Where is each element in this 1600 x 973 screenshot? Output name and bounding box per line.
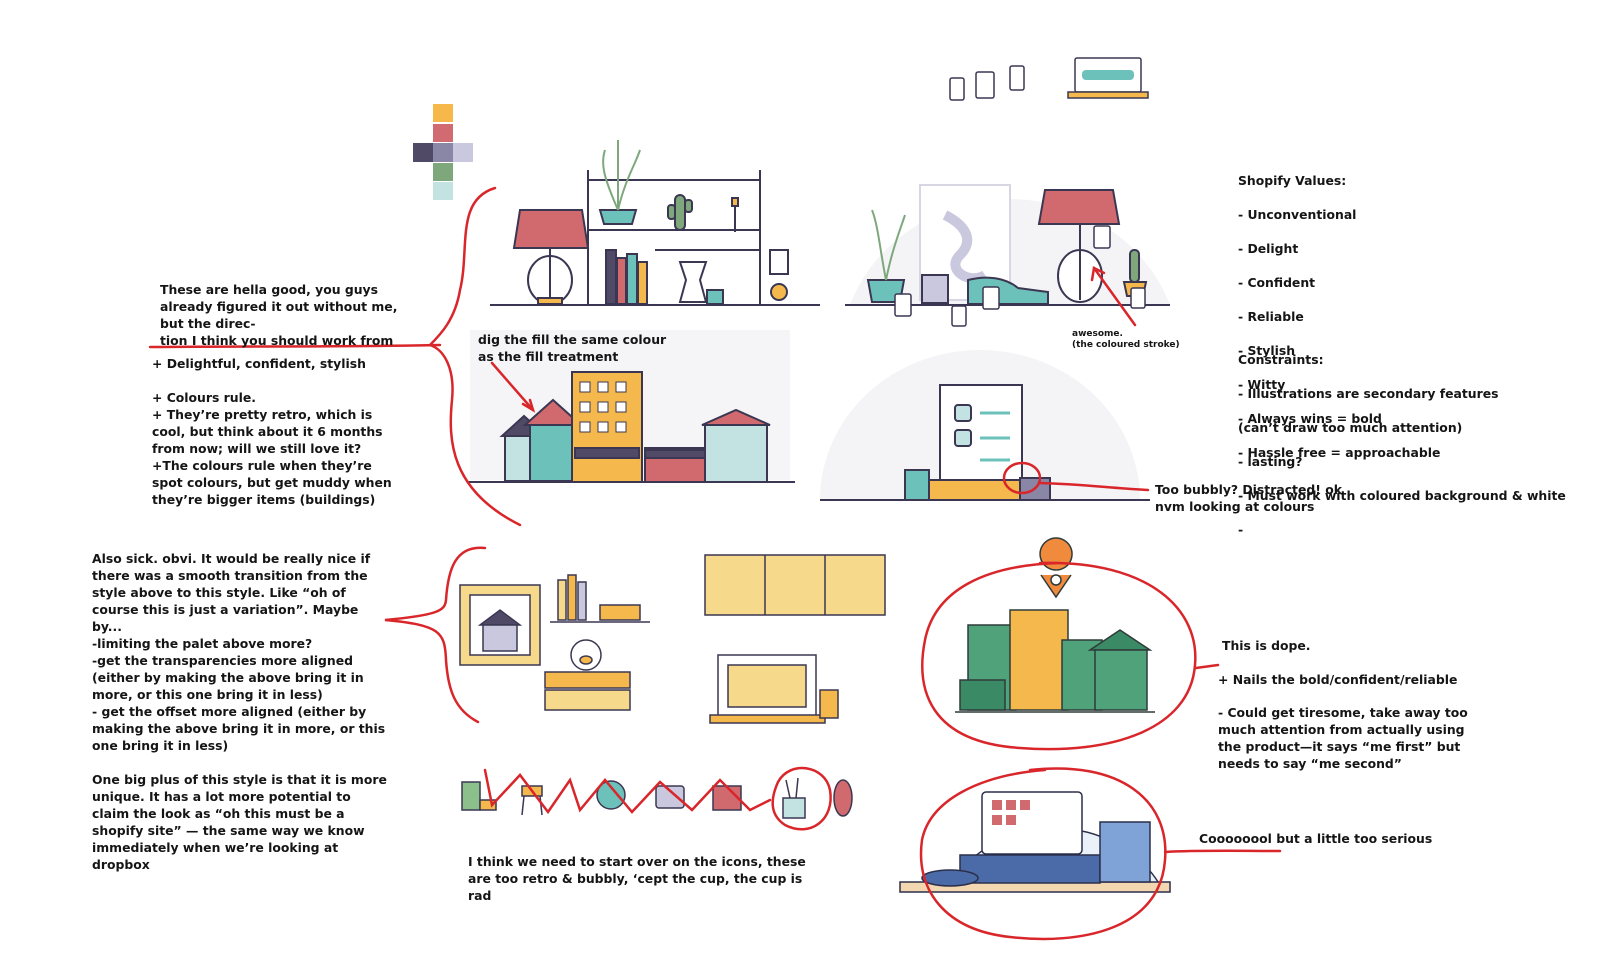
phone-icon [1009, 65, 1025, 91]
fill-colour-note: dig the fill the same colour as the fill… [478, 332, 667, 364]
constraint-item: - lasting? [1238, 454, 1303, 469]
still-life-illustration [845, 184, 1170, 327]
top-left-heading-note: These are hella good, you guys already f… [160, 282, 398, 348]
price-tag-icon [949, 77, 965, 101]
this-is-dope-note: This is dope. [1222, 638, 1311, 653]
red-annotations [148, 186, 1282, 941]
shelf-scene-illustration [490, 140, 820, 306]
too-bubbly-note: Too bubbly? Distracted! ok nvm looking a… [1155, 482, 1342, 514]
constraint-item: - [1238, 522, 1244, 537]
small-icon-row [461, 777, 853, 819]
value-item: - Witty [1238, 377, 1286, 392]
pen-cup-icon [782, 797, 806, 819]
constraints-list: Constraints: - Illustrations are seconda… [1238, 334, 1578, 555]
top-left-feedback-note: + Delightful, confident, stylish + Colou… [152, 356, 392, 507]
value-item: - Always wins = bold [1238, 411, 1382, 426]
coloured-stroke-note: awesome. (the coloured stroke) [1072, 329, 1180, 350]
desk-checklist-illustration [820, 350, 1150, 501]
value-item: - Delight [1238, 241, 1299, 256]
value-item: - Unconventional [1238, 207, 1357, 222]
horn-icon [833, 779, 853, 817]
value-item: - Confident [1238, 275, 1316, 290]
flat-room-illustration [459, 554, 886, 724]
price-tag-icon [894, 225, 1146, 327]
style-transition-note: Also sick. obvi. It would be really nice… [92, 551, 387, 872]
globe-icon [596, 780, 626, 810]
value-item: - Stylish [1238, 343, 1296, 358]
icons-start-over-note: I think we need to start over on the ico… [468, 854, 806, 903]
value-item: - Reliable [1238, 309, 1304, 324]
shopify-values-title: Shopify Values: [1238, 173, 1347, 188]
top-icon-row [949, 57, 1149, 101]
nails-bold-note: + Nails the bold/confident/reliable [1218, 672, 1458, 687]
cup-icon [461, 781, 481, 811]
map-pin-icon [1050, 574, 1062, 586]
constraint-item: - Illustrations are secondary features [1238, 386, 1499, 401]
price-tag-icon [975, 71, 995, 99]
constraint-item: - Must work with coloured background & w… [1238, 488, 1566, 503]
constraint-item: (can’t draw too much attention) [1238, 420, 1463, 435]
too-serious-note: Coooooool but a little too serious [1199, 831, 1433, 846]
shopify-values-list: Shopify Values: - Unconventional - Delig… [1238, 155, 1488, 478]
value-item: - Hassle free = approachable [1238, 445, 1441, 460]
pos-terminal-illustration [899, 791, 1171, 893]
colour-palette-swatches [413, 104, 473, 200]
green-town-illustration [955, 537, 1155, 713]
could-get-tiresome-note: - Could get tiresome, take away too much… [1218, 705, 1468, 771]
camera-icon [655, 785, 685, 809]
constraints-title: Constraints: [1238, 352, 1324, 367]
town-street-illustration [468, 330, 795, 483]
